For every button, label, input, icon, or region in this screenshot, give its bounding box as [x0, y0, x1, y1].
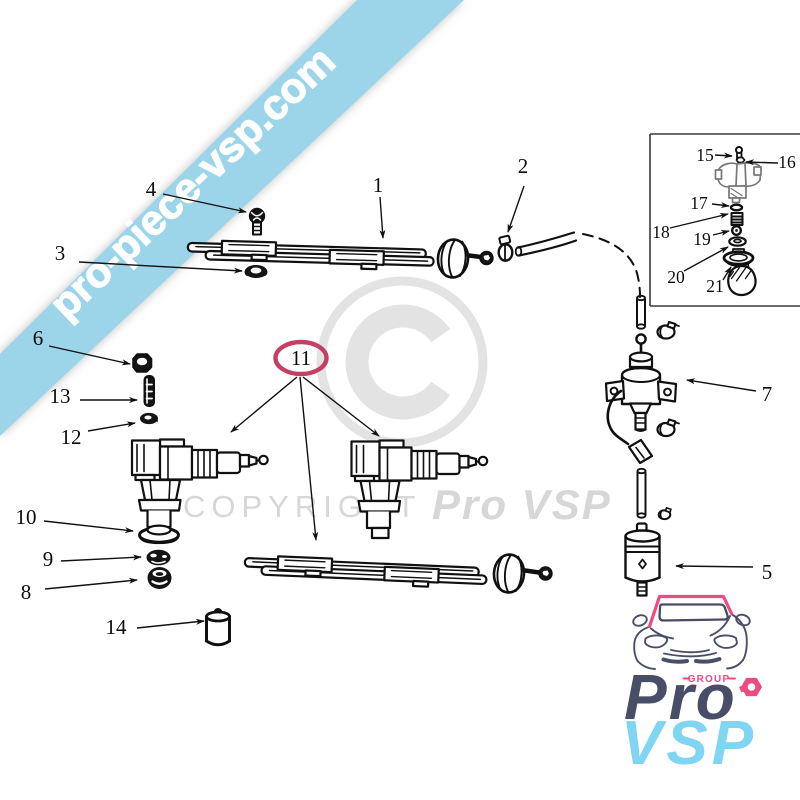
- svg-text:GROUP: GROUP: [688, 674, 731, 685]
- svg-text:17: 17: [690, 193, 708, 213]
- svg-text:10: 10: [16, 505, 37, 529]
- svg-text:Pro VSP: Pro VSP: [432, 481, 612, 528]
- svg-text:12: 12: [61, 425, 82, 449]
- svg-text:2: 2: [518, 154, 529, 178]
- svg-text:8: 8: [21, 580, 32, 604]
- svg-text:19: 19: [693, 229, 711, 249]
- svg-text:4: 4: [146, 177, 157, 201]
- svg-text:5: 5: [762, 560, 773, 584]
- svg-text:16: 16: [778, 152, 796, 172]
- svg-text:13: 13: [50, 384, 71, 408]
- svg-text:1: 1: [373, 173, 384, 197]
- svg-text:15: 15: [696, 145, 714, 165]
- svg-text:6: 6: [33, 326, 44, 350]
- svg-text:7: 7: [762, 382, 773, 406]
- svg-text:18: 18: [652, 222, 670, 242]
- svg-text:9: 9: [43, 547, 54, 571]
- svg-text:pro-piece-vsp.com: pro-piece-vsp.com: [40, 37, 344, 328]
- svg-text:11: 11: [291, 346, 311, 370]
- svg-text:20: 20: [667, 267, 685, 287]
- svg-text:Pro: Pro: [624, 661, 737, 733]
- svg-text:3: 3: [55, 241, 66, 265]
- svg-text:14: 14: [106, 615, 128, 639]
- svg-text:21: 21: [706, 276, 724, 296]
- svg-text:VSP: VSP: [621, 709, 757, 778]
